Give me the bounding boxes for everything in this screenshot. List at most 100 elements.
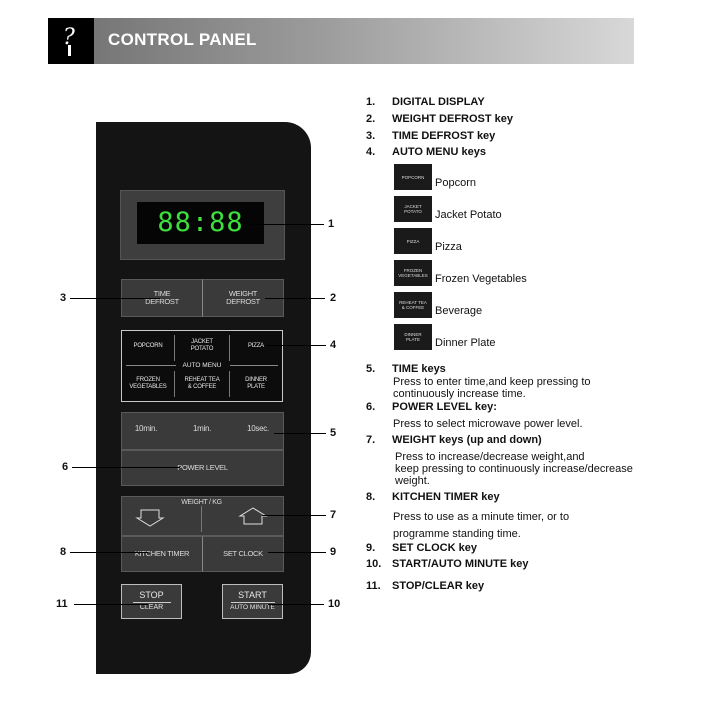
auto-menu-reheat-tea[interactable]: REHEAT TEA& COFFEE (176, 377, 228, 391)
am-legend-beverage-box: REHEAT TEA& COFFEE (394, 292, 432, 318)
legend-label-8: KITCHEN TIMER key (392, 491, 500, 503)
legend-item-6: 6.POWER LEVEL key: (366, 401, 497, 413)
callout-2: 2 (330, 292, 337, 304)
digital-display: 88:88 (137, 202, 264, 244)
legend-num-1: 1. (366, 96, 376, 108)
am-legend-popcorn-name: Popcorn (435, 177, 476, 189)
legend-item-7: 7.WEIGHT keys (up and down) (366, 434, 542, 446)
auto-menu-dinner-line1: DINNER (245, 377, 267, 383)
weight-divider (201, 506, 202, 532)
kitchen-timer-label: KITCHEN TIMER (134, 549, 190, 558)
legend-desc-5: Press to enter time,and keep pressing to… (393, 376, 591, 400)
auto-menu-divider-right (230, 365, 278, 366)
legend-item-9: 9.SET CLOCK key (366, 542, 477, 554)
callout-1: 1 (328, 218, 335, 230)
legend-label-11: STOP/CLEAR key (392, 580, 485, 592)
legend-label-6: POWER LEVEL key: (392, 401, 497, 413)
time-keys-row (121, 412, 284, 450)
auto-menu-jacket-line2: POTATO (190, 346, 214, 352)
time-10min-button[interactable]: 10min. (124, 425, 168, 433)
legend-label-1: DIGITAL DISPLAY (392, 96, 485, 108)
weight-up-button[interactable] (238, 506, 268, 526)
callout-line-9 (268, 552, 326, 553)
am-legend-frozen-name: Frozen Vegetables (435, 273, 527, 285)
legend-item-10: 10.START/AUTO MINUTE key (366, 558, 529, 570)
auto-menu-vdivider-2 (229, 335, 230, 361)
legend-item-4: 4.AUTO MENU keys (366, 146, 486, 158)
legend-item-2: 2.WEIGHT DEFROST key (366, 113, 513, 125)
auto-menu-vdivider-1 (174, 335, 175, 361)
arrow-up-icon (238, 507, 268, 525)
callout-4: 4 (330, 339, 337, 351)
am-legend-jacket-box-line2: POTATO (404, 209, 422, 214)
time-defrost-line1: TIME (153, 289, 171, 298)
am-legend-beverage-box-line2: & COFFEE (401, 305, 425, 310)
callout-line-7 (262, 515, 326, 516)
legend-label-3: TIME DEFROST key (392, 130, 496, 142)
time-10min-label: 10min. (134, 424, 158, 433)
legend-desc-7-line1: Press to increase/decrease weight,and (395, 451, 585, 463)
time-10sec-label: 10sec. (247, 424, 269, 433)
time-1min-button[interactable]: 1min. (180, 425, 224, 433)
am-legend-jacket-name: Jacket Potato (435, 209, 502, 221)
set-clock-label: SET CLOCK (223, 549, 263, 558)
am-legend-frozen-box-line2: VEGETABLES (398, 273, 428, 278)
legend-num-7: 7. (366, 434, 376, 446)
am-legend-popcorn-box: POPCORN (394, 164, 432, 190)
arrow-down-icon (135, 509, 165, 527)
legend-item-5: 5.TIME keys (366, 363, 446, 375)
legend-desc-8: Press to use as a minute timer, or to pr… (393, 509, 569, 543)
legend-desc-5-line1: Press to enter time,and keep pressing to (393, 376, 591, 388)
legend-num-2: 2. (366, 113, 376, 125)
display-digits: 88:88 (157, 207, 244, 238)
auto-minute-label: AUTO MINUTE (230, 604, 275, 611)
auto-menu-vdivider-3 (174, 371, 175, 397)
am-legend-frozen-box-line1: FROZEN (403, 268, 423, 273)
am-legend-pizza-box: PIZZA (394, 228, 432, 254)
set-clock-button[interactable]: SET CLOCK (202, 536, 284, 572)
legend-item-8: 8.KITCHEN TIMER key (366, 491, 500, 503)
callout-line-5 (274, 433, 326, 434)
start-auto-minute-button[interactable]: START AUTO MINUTE (222, 584, 283, 619)
weight-defrost-line1: WEIGHT (228, 289, 258, 298)
legend-desc-6: Press to select microwave power level. (393, 418, 583, 430)
callout-line-3 (70, 298, 160, 299)
am-legend-dinner-box-line1: DINNER (404, 332, 422, 337)
weight-down-button[interactable] (135, 508, 165, 528)
stop-clear-button[interactable]: STOP CLEAR (121, 584, 182, 619)
legend-num-10: 10. (366, 558, 382, 570)
callout-9: 9 (330, 546, 337, 558)
am-legend-pizza-box-text: PIZZA (406, 238, 420, 244)
stop-divider (132, 602, 171, 603)
callout-6: 6 (62, 461, 69, 473)
clear-label: CLEAR (139, 604, 164, 611)
power-level-label: POWER LEVEL (177, 463, 228, 472)
kitchen-timer-button[interactable]: KITCHEN TIMER (121, 536, 202, 572)
auto-menu-reheat-line1: REHEAT TEA (184, 377, 220, 383)
auto-menu-reheat-line2: & COFFEE (187, 384, 217, 390)
auto-menu-pizza[interactable]: PIZZA (232, 343, 280, 350)
callout-line-8 (70, 552, 148, 553)
callout-10: 10 (328, 598, 341, 610)
svg-text:?: ? (63, 25, 75, 50)
weight-defrost-line2: DEFROST (226, 297, 260, 306)
auto-menu-label: AUTO MENU (182, 362, 222, 369)
legend-desc-6-line1: Press to select microwave power level. (393, 418, 583, 430)
auto-menu-popcorn[interactable]: POPCORN (124, 343, 172, 350)
legend-desc-8-line1: Press to use as a minute timer, or to (393, 511, 570, 523)
legend-num-4: 4. (366, 146, 376, 158)
time-10sec-button[interactable]: 10sec. (236, 425, 280, 433)
callout-line-4 (266, 345, 326, 346)
legend-desc-7-line2: keep pressing to continuously increase/d… (395, 463, 633, 475)
callout-11: 11 (56, 598, 68, 610)
auto-menu-dinner-line2: PLATE (247, 384, 265, 390)
am-legend-dinner-name: Dinner Plate (435, 337, 496, 349)
power-level-button[interactable]: POWER LEVEL (121, 450, 284, 486)
